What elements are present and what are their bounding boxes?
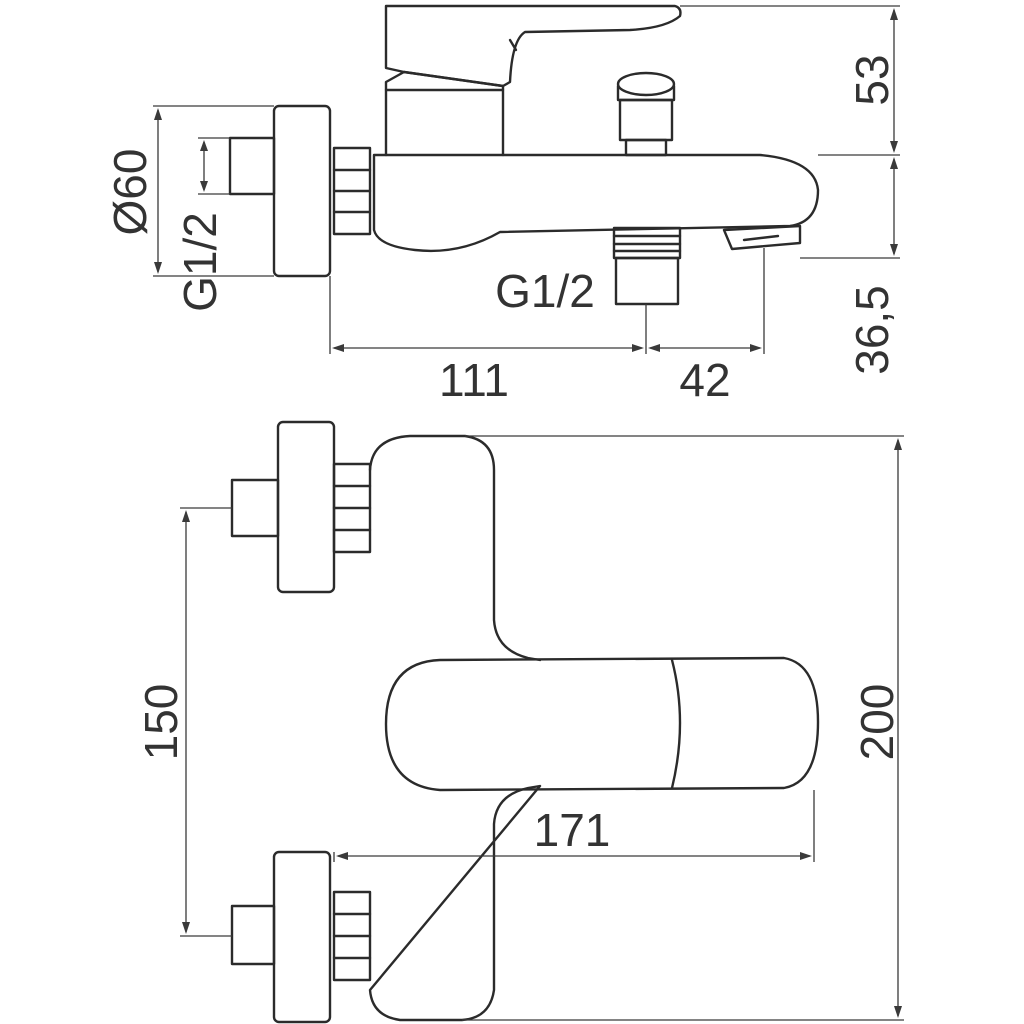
arrow [894,1006,902,1018]
side-dimensions [153,5,900,354]
plan-connector-lower [230,904,276,966]
side-aerator-detail [742,234,780,242]
side-diverter-stem [624,138,668,157]
arrow [154,108,162,120]
arrow [154,262,162,274]
arrow [890,157,898,169]
label-thread-side: G1/2 [174,212,226,312]
plan-rosette-lower [272,850,332,1024]
label-200: 200 [851,684,903,761]
side-body [372,153,820,253]
arrow [200,140,208,151]
label-thread-shower: G1/2 [495,265,595,317]
plan-view [230,420,820,1024]
side-lever-detail [508,38,518,52]
label-150: 150 [135,684,187,761]
side-lever [384,4,682,88]
arrow [894,438,902,450]
arrow [332,344,344,352]
arrow [182,922,190,934]
side-inner-connector [228,136,276,196]
arrow [200,181,208,192]
label-171: 171 [534,804,611,856]
plan-spout-split [670,658,682,790]
arrow [750,344,762,352]
label-diameter-60: Ø60 [104,149,156,236]
arrow [648,344,660,352]
plan-rosette-upper [276,420,336,594]
side-aerator [722,224,802,251]
side-diverter-knob-top [616,71,676,97]
plan-dimensions [180,435,904,1021]
plan-connector-upper [230,478,280,538]
label-36-5: 36,5 [846,285,898,375]
side-rosette [272,104,332,278]
label-42: 42 [679,354,730,406]
label-53: 53 [846,54,898,105]
side-shower-outlet [614,256,680,306]
side-view [228,4,820,306]
label-111: 111 [439,354,509,406]
arrow [800,852,812,860]
plan-body [368,434,542,1022]
arrow [182,510,190,522]
plan-spout [384,656,820,792]
arrow [632,344,644,352]
arrow [890,8,898,20]
arrow [890,141,898,153]
side-diverter-cap [618,98,674,142]
arrow [890,244,898,256]
arrow [336,852,348,860]
